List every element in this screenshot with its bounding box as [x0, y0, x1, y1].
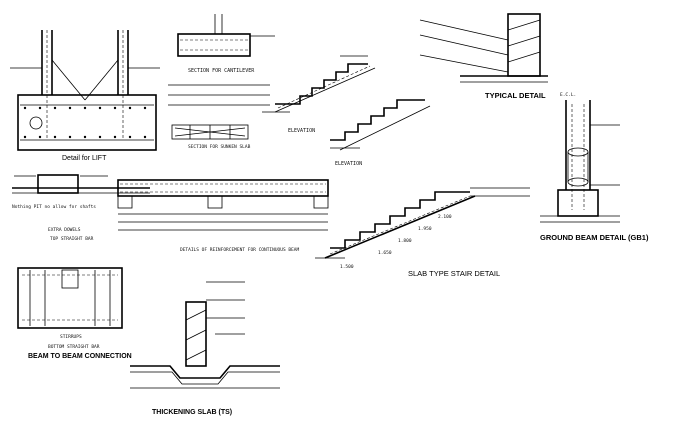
typical-detail-title: TYPICAL DETAIL	[485, 91, 546, 100]
lift-detail: Detail for LIFT	[10, 30, 160, 162]
thickening-slab-title: THICKENING SLAB (TS)	[152, 409, 232, 416]
elevation-2-title: ELEVATION	[335, 161, 362, 167]
ecl-label: E.C.L.	[560, 92, 576, 98]
beam-label-top-bar: TOP STRAIGHT BAR	[50, 236, 94, 242]
beam-label-dowels: EXTRA DOWELS	[48, 227, 81, 233]
slab-stair-detail: SLAB TYPE STAIR DETAIL 2.100 1.950 1.800…	[315, 187, 530, 278]
continuous-beam-title: DETAILS OF REINFORCEMENT FOR CONTINUOUS …	[180, 247, 299, 253]
beam-to-beam-connection: EXTRA DOWELS TOP STRAIGHT BAR STIRRUPS B…	[17, 227, 132, 360]
ground-beam-detail: E.C.L. GROUND BEAM DETAIL (GB1)	[540, 92, 649, 242]
elevation-1-title: ELEVATION	[288, 128, 315, 134]
sunk-slab-title: SECTION FOR SUNKEN SLAB	[188, 144, 251, 150]
level-label: 1.500	[340, 264, 354, 270]
level-label: 1.650	[378, 250, 392, 256]
lift-pit-section: Nothing PIT no allow for shafts	[12, 174, 150, 210]
ground-beam-title: GROUND BEAM DETAIL (GB1)	[540, 233, 649, 242]
typical-detail: TYPICAL DETAIL	[419, 13, 548, 100]
beam-to-beam-title: BEAM TO BEAM CONNECTION	[28, 353, 132, 360]
beam-label-stirrups: STIRRUPS	[60, 334, 82, 340]
lift-detail-title: Detail for LIFT	[62, 155, 107, 162]
cantilever-section: SECTION FOR CANTILEVER SECTION FOR SUNKE…	[168, 14, 275, 150]
level-label: 1.800	[398, 238, 412, 244]
beam-label-bottom-bar: BOTTOM STRAIGHT BAR	[48, 344, 100, 350]
level-label: 1.950	[418, 226, 432, 232]
level-label: 2.100	[438, 214, 452, 220]
thickening-slab: THICKENING SLAB (TS)	[130, 281, 280, 416]
stair-elevation-2: ELEVATION	[330, 99, 431, 167]
cantilever-title: SECTION FOR CANTILEVER	[188, 68, 255, 74]
stair-elevation-1: ELEVATION	[262, 55, 376, 134]
lift-pit-note: Nothing PIT no allow for shafts	[12, 204, 96, 210]
slab-stair-title: SLAB TYPE STAIR DETAIL	[408, 269, 500, 278]
continuous-beam: DETAILS OF REINFORCEMENT FOR CONTINUOUS …	[117, 179, 329, 253]
